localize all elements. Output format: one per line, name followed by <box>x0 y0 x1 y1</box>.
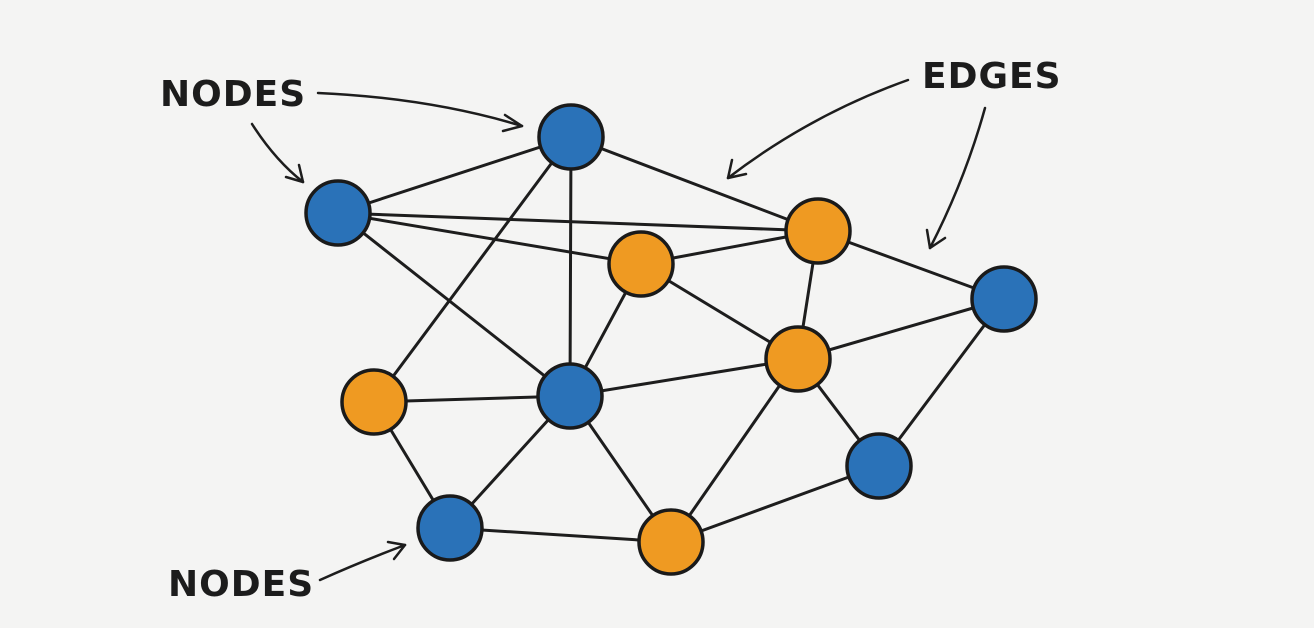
label-nodes-bottom: NODES <box>168 564 314 605</box>
arrow-edges-to-right-edge <box>925 106 987 250</box>
nodes-layer <box>304 103 1038 576</box>
node-n9-blue <box>845 432 913 500</box>
edge-n1-n2 <box>336 135 573 215</box>
node-n2-blue <box>537 103 605 171</box>
edge-n9-n11 <box>669 464 881 544</box>
node-n11-orange <box>637 508 705 576</box>
edge-n7-n8 <box>568 357 800 398</box>
label-edges: EDGES <box>922 56 1062 97</box>
arrow-nodes-bottom-to-node <box>318 540 407 582</box>
node-n4-orange <box>784 197 852 265</box>
edge-n8-n11 <box>669 357 800 544</box>
node-n6-orange <box>340 368 408 436</box>
node-n3-orange <box>607 230 675 298</box>
edge-n10-n11 <box>448 526 673 544</box>
edge-n1-n3 <box>336 211 643 266</box>
edge-n5-n9 <box>877 297 1006 468</box>
node-n1-blue <box>304 179 372 247</box>
arrow-edges-to-upper-edge <box>726 78 910 180</box>
edge-n2-n6 <box>372 135 573 404</box>
node-n10-blue <box>416 494 484 562</box>
label-nodes-top: NODES <box>160 74 306 115</box>
edge-n5-n8 <box>796 297 1006 361</box>
edge-n1-n7 <box>336 211 572 398</box>
arrow-nodes-top-to-left-node <box>250 122 305 184</box>
node-n7-blue <box>536 362 604 430</box>
node-n8-orange <box>764 325 832 393</box>
edge-n2-n4 <box>569 135 820 233</box>
arrow-nodes-top-to-top-node <box>316 91 524 133</box>
node-n5-blue <box>970 265 1038 333</box>
edge-n1-n4 <box>336 211 820 233</box>
edge-n2-n7 <box>568 135 573 398</box>
